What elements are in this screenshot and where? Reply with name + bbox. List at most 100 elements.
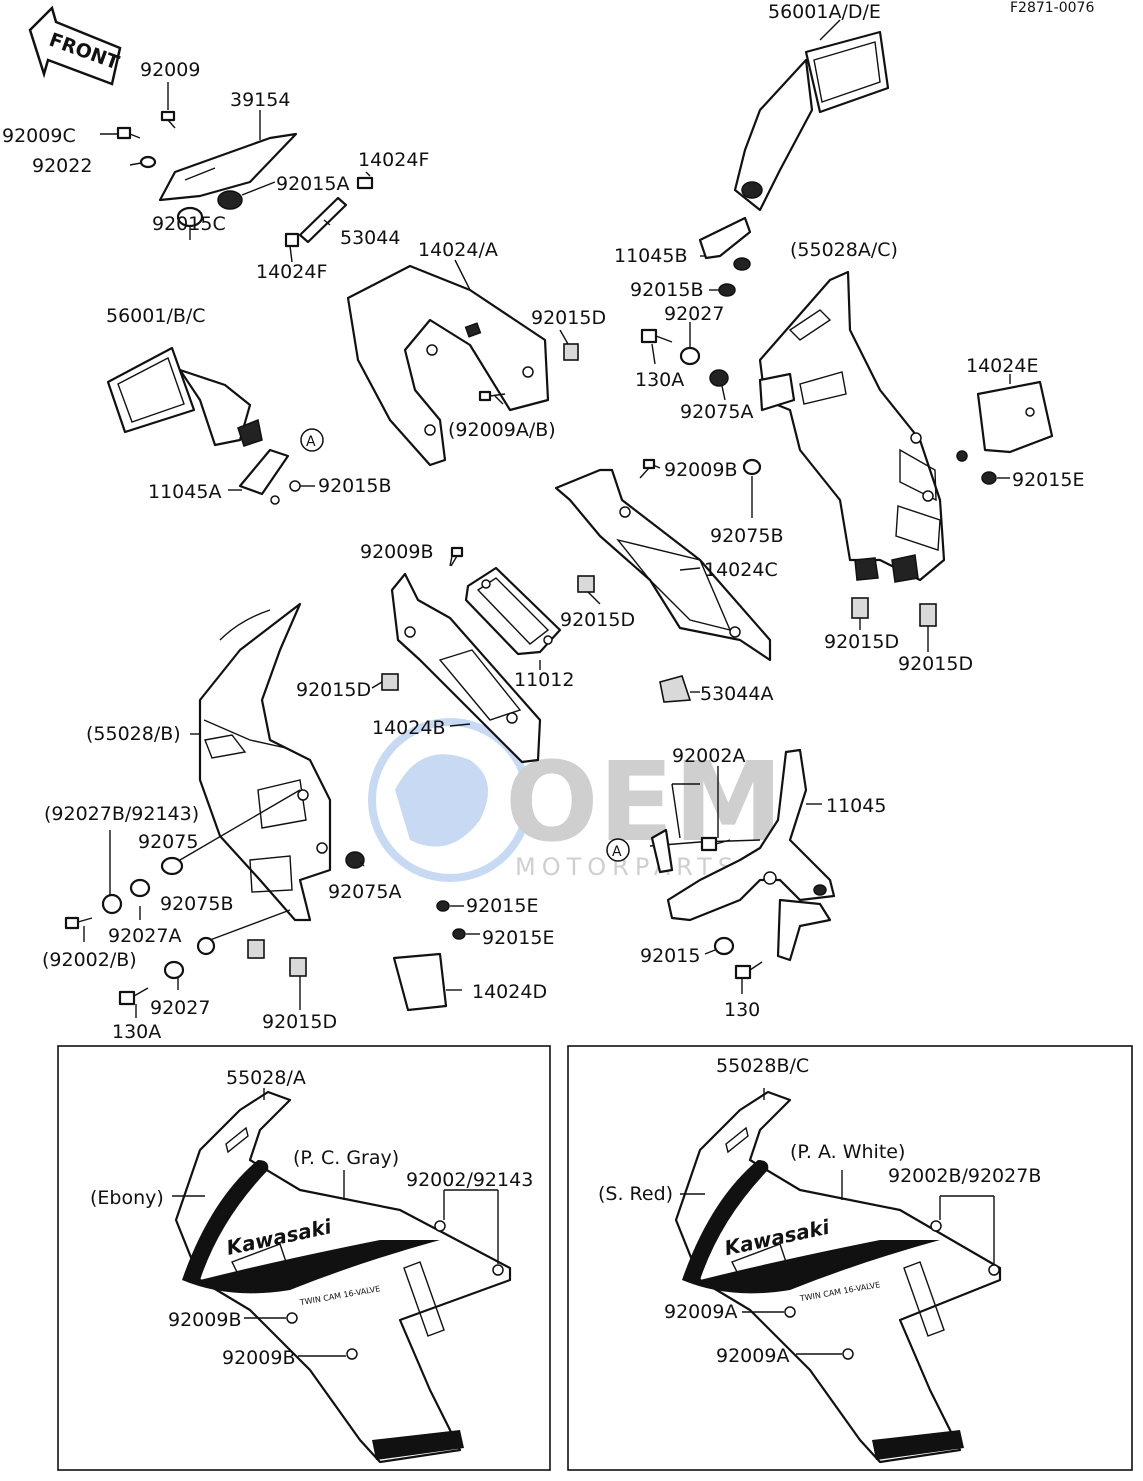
- label-14024E: 14024E: [966, 355, 1038, 377]
- label-92027-1: 92027: [664, 303, 724, 325]
- bolt-130A-2-icon: [118, 987, 149, 1006]
- label-92009A-B: (92009A/B): [448, 419, 556, 441]
- label-55028A-C: (55028A/C): [790, 239, 898, 261]
- label-92015D-3: 92015D: [824, 631, 899, 653]
- nut-11045B-icon: [733, 257, 751, 271]
- label-92015B-1: 92015B: [630, 279, 703, 301]
- label-92002-B: (92002/B): [42, 949, 137, 971]
- label-14024F-bottom: 14024F: [256, 261, 327, 283]
- label-92015: 92015: [640, 945, 700, 967]
- label-92009: 92009: [140, 59, 200, 81]
- callout-circle-A-1: A: [300, 428, 324, 452]
- label-92075B-1: 92075B: [710, 525, 783, 547]
- label-14024F-top: 14024F: [358, 149, 429, 171]
- lens-11012: [464, 566, 562, 656]
- cover-14024E: [976, 380, 1054, 454]
- washer-92027B-icon: [101, 893, 123, 915]
- label-92009A-panel-2: 92009A: [716, 1345, 789, 1367]
- label-92009B-panel-1: 92009B: [168, 1309, 241, 1331]
- label-92009B-1: 92009B: [664, 459, 737, 481]
- label-92015D-5: 92015D: [296, 679, 371, 701]
- label-14024D: 14024D: [472, 981, 547, 1003]
- screw-92009-icon: [160, 110, 176, 129]
- label-92015E-2: 92015E: [466, 895, 538, 917]
- nut-92022-icon: [139, 155, 157, 169]
- bolt-92002B-icon: [64, 916, 93, 930]
- label-92002B-92027B: 92002B/92027B: [888, 1165, 1041, 1187]
- screw-92009A-icon: [478, 390, 506, 402]
- label-55028B-C: 55028B/C: [716, 1055, 809, 1077]
- label-92075B-2: 92075B: [160, 893, 233, 915]
- clip-14024F-top-icon: [356, 176, 374, 190]
- bracket-11045A: [238, 448, 290, 496]
- clip-92015D-2-icon: [851, 597, 869, 619]
- stay-11045: [649, 748, 836, 962]
- label-92015B-2: 92015B: [318, 475, 391, 497]
- label-92009B-2: 92009B: [360, 541, 433, 563]
- nut-icon: [270, 495, 280, 505]
- label-11045A: 11045A: [148, 481, 221, 503]
- label-92075: 92075: [138, 831, 198, 853]
- trim-39154: [158, 132, 298, 202]
- grommet-92075-icon: [160, 856, 184, 876]
- label-92027B-92143: (92027B/92143): [44, 803, 199, 825]
- label-92002-92143: 92002/92143: [406, 1169, 533, 1191]
- panel-14024C: [554, 468, 772, 662]
- label-92015D-4: 92015D: [898, 653, 973, 675]
- label-92009C: 92009C: [2, 125, 76, 147]
- screw-92009B-2-icon: [450, 546, 464, 567]
- grommet-92015-icon: [713, 936, 735, 956]
- bolt-130-icon: [734, 961, 763, 980]
- label-11012: 11012: [514, 669, 574, 691]
- label-92015E-1: 92015E: [1012, 469, 1084, 491]
- grommet-92075A-2-icon: [345, 851, 365, 869]
- clip-92015D-3-icon: [919, 603, 937, 627]
- nut-icon: [956, 450, 968, 462]
- mirror-left: [106, 346, 263, 447]
- label-11045B: 11045B: [614, 245, 687, 267]
- bolt-92002A-icon: [700, 836, 731, 852]
- inner-fairing-55028AC: [758, 270, 946, 583]
- grommet-92015B-1-icon: [718, 283, 736, 297]
- label-mirror-left: 56001/B/C: [106, 305, 206, 327]
- grommet-92075B-1-icon: [742, 458, 762, 476]
- strip-53044: [298, 196, 348, 244]
- clip-92015D-1-icon: [563, 343, 579, 361]
- collar-92027A-icon: [129, 878, 151, 898]
- grommet-92015A-icon: [217, 190, 243, 210]
- inner-panel-14024A: [346, 264, 550, 467]
- label-s-red: (S. Red): [598, 1183, 673, 1205]
- label-pc-gray: (P. C. Gray): [293, 1147, 399, 1169]
- grommet-92015B-icon: [289, 480, 301, 492]
- label-mirror-right: 56001A/D/E: [768, 1, 881, 23]
- label-92015D-2: 92015D: [560, 609, 635, 631]
- clip-92015D-5-icon: [381, 673, 399, 691]
- fairing-55028B: [198, 602, 332, 922]
- bolt-130A-1-icon: [640, 328, 673, 344]
- grommet-92015E-3-icon: [452, 928, 466, 940]
- grommet-92075A-1-icon: [709, 369, 729, 387]
- label-92015A: 92015A: [276, 173, 349, 195]
- label-130A-1: 130A: [635, 369, 684, 391]
- label-92015E-3: 92015E: [482, 927, 554, 949]
- panel-14024B: [390, 572, 542, 764]
- clip-14024F-bottom-icon: [284, 232, 300, 248]
- grommet-92015E-1-icon: [981, 471, 997, 485]
- label-53044A: 53044A: [700, 683, 773, 705]
- label-92015D-1: 92015D: [531, 307, 606, 329]
- label-55028-A: 55028/A: [226, 1067, 306, 1089]
- label-92009A-panel-1: 92009A: [664, 1301, 737, 1323]
- label-14024-A: 14024/A: [418, 239, 498, 261]
- label-92022: 92022: [32, 155, 92, 177]
- cover-14024D: [392, 952, 448, 1012]
- label-11045: 11045: [826, 795, 886, 817]
- screw-92009B-1-icon: [639, 458, 656, 479]
- screw-92009C-icon: [116, 126, 141, 140]
- front-arrow-icon: FRONT: [28, 5, 122, 86]
- label-ebony: (Ebony): [90, 1187, 164, 1209]
- bracket-11045B: [698, 216, 752, 260]
- label-130: 130: [724, 999, 760, 1021]
- clip-92015D-6-icon: [289, 957, 307, 977]
- leader-lines: [83, 19, 1011, 1018]
- collar-92027-2-icon: [163, 960, 185, 980]
